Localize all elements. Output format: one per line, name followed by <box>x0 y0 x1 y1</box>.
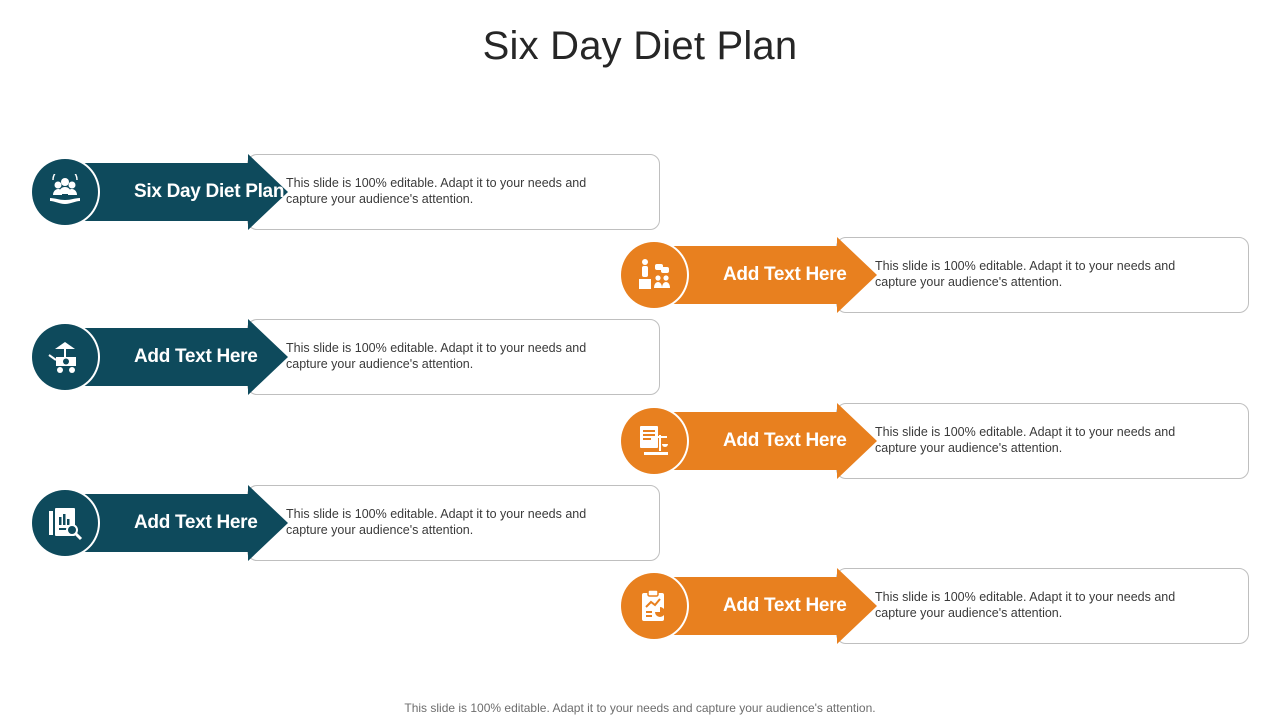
step-3-text-box: This slide is 100% editable. Adapt it to… <box>247 319 660 395</box>
food-cart-icon <box>48 342 76 373</box>
step-5-description: This slide is 100% editable. Adapt it to… <box>286 507 587 537</box>
step-1-label: Six Day Diet Plan <box>134 181 285 202</box>
step-1: This slide is 100% editable. Adapt it to… <box>32 154 660 230</box>
step-3: This slide is 100% editable. Adapt it to… <box>32 319 660 395</box>
step-1-icon-circle <box>32 159 98 225</box>
step-4: This slide is 100% editable. Adapt it to… <box>621 403 1249 479</box>
report-magnifier-icon <box>49 508 83 541</box>
step-3-arrow: Add Text Here <box>64 319 288 395</box>
step-2-description: This slide is 100% editable. Adapt it to… <box>875 259 1176 289</box>
step-3-icon-circle <box>32 324 98 390</box>
clipboard-chart-icon <box>642 589 665 621</box>
step-2-arrow: Add Text Here <box>653 237 877 313</box>
step-2-text-box: This slide is 100% editable. Adapt it to… <box>836 237 1249 313</box>
step-4-text-box: This slide is 100% editable. Adapt it to… <box>836 403 1249 479</box>
scale-document-icon <box>640 426 668 455</box>
step-4-arrow: Add Text Here <box>653 403 877 479</box>
page-title: Six Day Diet Plan <box>482 24 798 68</box>
step-1-description: This slide is 100% editable. Adapt it to… <box>286 176 587 206</box>
step-4-description: This slide is 100% editable. Adapt it to… <box>875 425 1176 455</box>
step-2-icon-circle <box>621 242 687 308</box>
people-in-hand-icon <box>50 174 80 204</box>
step-5-arrow: Add Text Here <box>64 485 288 561</box>
step-5-icon-circle <box>32 490 98 556</box>
step-4-label: Add Text Here <box>723 430 847 451</box>
step-6-arrow: Add Text Here <box>653 568 877 644</box>
step-3-label: Add Text Here <box>134 346 258 367</box>
step-1-arrow: Six Day Diet Plan <box>64 154 288 230</box>
step-6-text-box: This slide is 100% editable. Adapt it to… <box>836 568 1249 644</box>
step-4-icon-circle <box>621 408 687 474</box>
step-6: This slide is 100% editable. Adapt it to… <box>621 568 1249 644</box>
step-2: This slide is 100% editable. Adapt it to… <box>621 237 1249 313</box>
step-2-label: Add Text Here <box>723 264 847 285</box>
footer-note: This slide is 100% editable. Adapt it to… <box>404 701 876 715</box>
step-5-text-box: This slide is 100% editable. Adapt it to… <box>247 485 660 561</box>
step-6-label: Add Text Here <box>723 595 847 616</box>
step-6-description: This slide is 100% editable. Adapt it to… <box>875 590 1176 620</box>
person-chat-group-icon <box>639 259 670 289</box>
step-1-text-box: This slide is 100% editable. Adapt it to… <box>247 154 660 230</box>
step-5: This slide is 100% editable. Adapt it to… <box>32 485 660 561</box>
step-6-icon-circle <box>621 573 687 639</box>
step-5-label: Add Text Here <box>134 512 258 533</box>
step-3-description: This slide is 100% editable. Adapt it to… <box>286 341 587 371</box>
